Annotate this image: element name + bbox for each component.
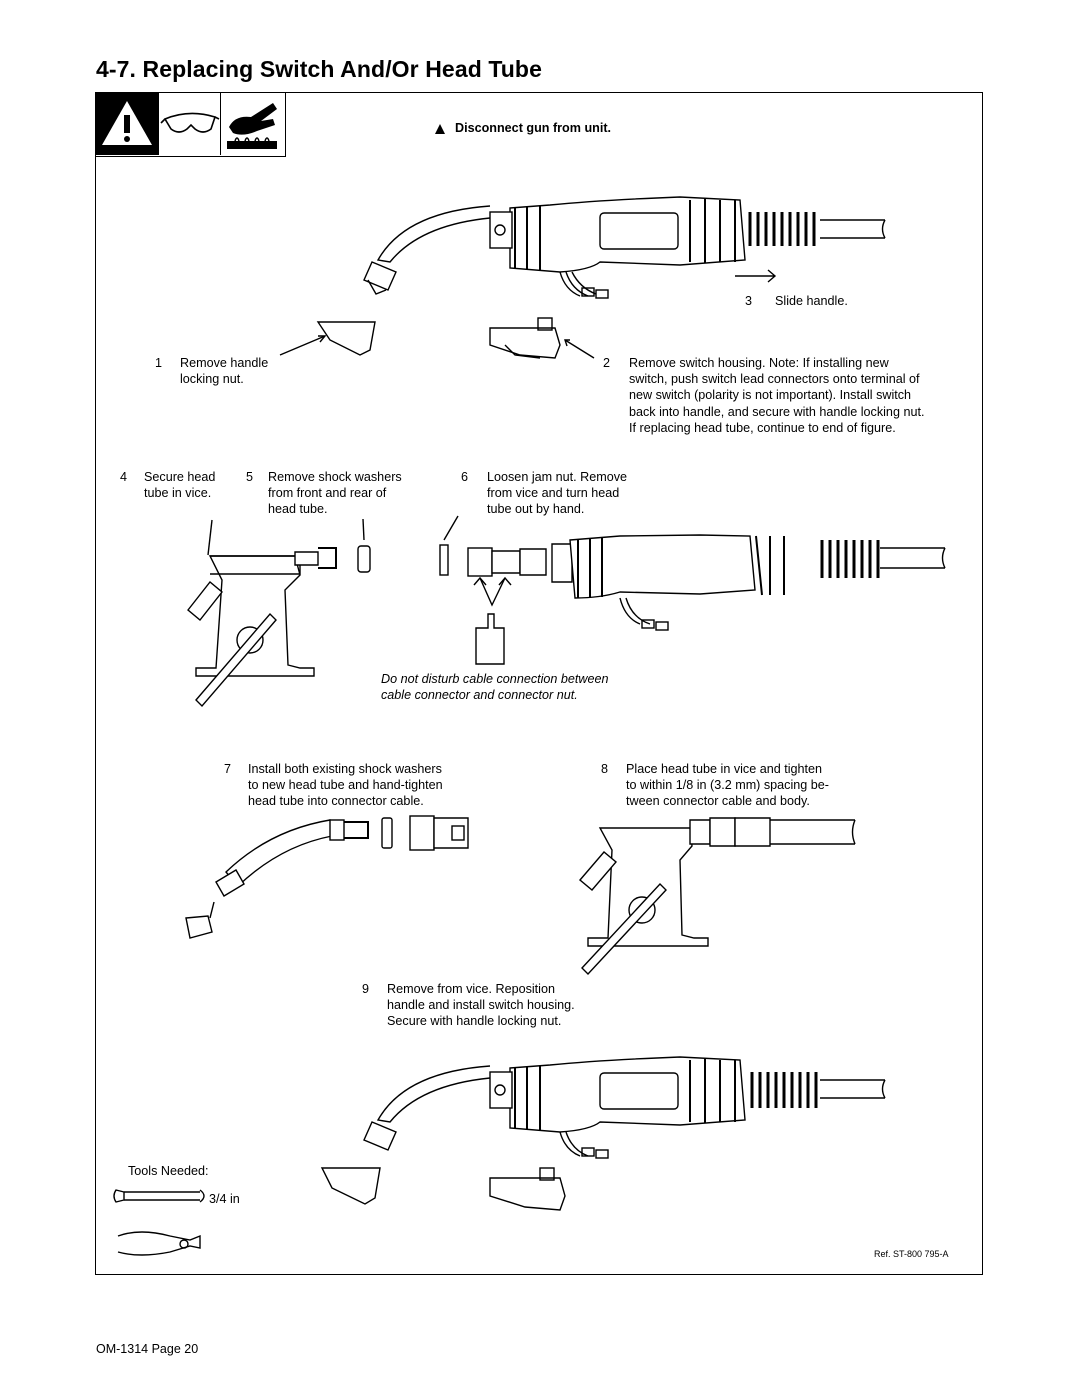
reference-number: Ref. ST-800 795-A: [874, 1249, 949, 1259]
mig-gun-illustration: [363, 196, 886, 299]
safety-icons: [96, 93, 286, 157]
mig-gun-illustration: [363, 1056, 886, 1159]
safety-glasses-icon: [158, 93, 220, 155]
step-number: 2: [603, 356, 611, 370]
wrench-icon: [113, 1189, 205, 1203]
step-number: 4: [120, 470, 128, 484]
warning-text: Disconnect gun from unit.: [455, 121, 612, 135]
step-2-text: Remove switch housing. Note: If installi…: [629, 356, 925, 435]
wrench-size: 3/4 in: [209, 1192, 240, 1206]
hot-surface-hand-icon: [220, 93, 282, 155]
step-number: 3: [745, 294, 753, 308]
step-number: 9: [362, 982, 370, 996]
page-footer: OM-1314 Page 20: [96, 1342, 199, 1356]
page-title: 4-7. Replacing Switch And/Or Head Tube: [96, 56, 542, 82]
switch-housing: [489, 317, 561, 359]
step-number: 7: [224, 762, 232, 776]
bench-vice: [579, 817, 856, 976]
pliers-icon: [117, 1231, 201, 1256]
pointing-hand-icon: [475, 613, 505, 665]
step-number: 5: [246, 470, 254, 484]
warning-icon: [96, 93, 158, 155]
figure-frame: [95, 92, 983, 1275]
step-number: 6: [461, 470, 469, 484]
step-number: 1: [155, 356, 163, 370]
bench-vice: [187, 519, 337, 708]
step-3-text: Slide handle.: [775, 294, 848, 308]
warning-triangle-icon: [435, 124, 445, 134]
step-number: 8: [601, 762, 609, 776]
tools-label: Tools Needed:: [128, 1164, 209, 1178]
